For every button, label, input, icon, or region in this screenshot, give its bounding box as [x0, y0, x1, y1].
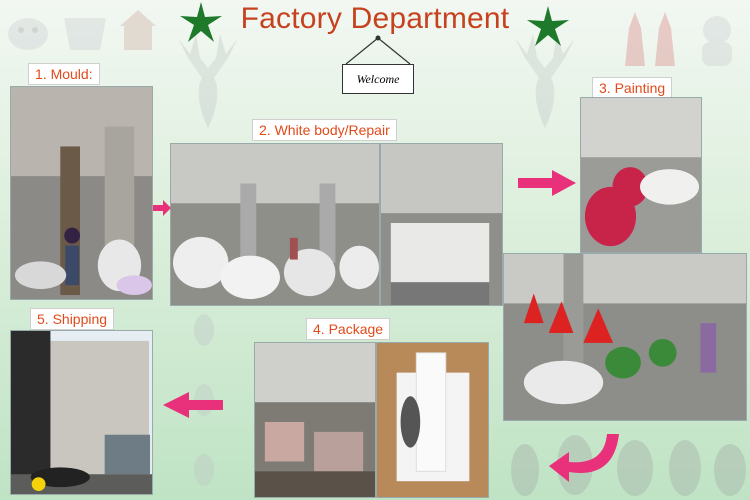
decor-bear-icon: [692, 10, 742, 68]
photo-package-1: [254, 342, 376, 498]
decor-house-icon: [118, 8, 158, 52]
star-left-icon: [180, 2, 222, 42]
photo-shipping: [10, 330, 153, 495]
step-label-package: 4. Package: [306, 318, 391, 340]
page-title: Factory Department: [240, 2, 510, 35]
welcome-sign: Welcome: [340, 34, 416, 98]
decor-pot-icon: [60, 14, 110, 52]
decor-buddha-statues-icon: [505, 420, 750, 500]
step-label-white-body: 2. White body/Repair: [252, 119, 397, 141]
step-label-painting: 3. Painting: [592, 77, 673, 99]
photo-white-body-2: [380, 143, 503, 306]
decor-deer-head-right-icon: [505, 28, 585, 148]
photo-white-body-1: [170, 143, 380, 306]
welcome-sign-text: Welcome: [342, 64, 414, 94]
decor-deer-head-left-icon: [168, 28, 248, 138]
photo-mould: [10, 86, 153, 300]
arrow-curved-to-package-icon: [545, 428, 625, 488]
star-right-icon: [527, 6, 569, 46]
photo-painting-line: [503, 253, 747, 421]
step-label-mould: 1. Mould:: [28, 63, 100, 85]
arrow-left-to-shipping-icon: [163, 392, 223, 418]
step-label-shipping: 5. Shipping: [30, 308, 115, 330]
photo-painting: [580, 97, 702, 253]
decor-gnome-figures-icon: [615, 8, 690, 68]
arrow-right-to-painting-icon: [518, 170, 576, 196]
photo-package-2: [376, 342, 489, 498]
decor-pig-planter-icon: [6, 12, 50, 52]
arrow-right-to-white-body-icon: [153, 200, 171, 216]
